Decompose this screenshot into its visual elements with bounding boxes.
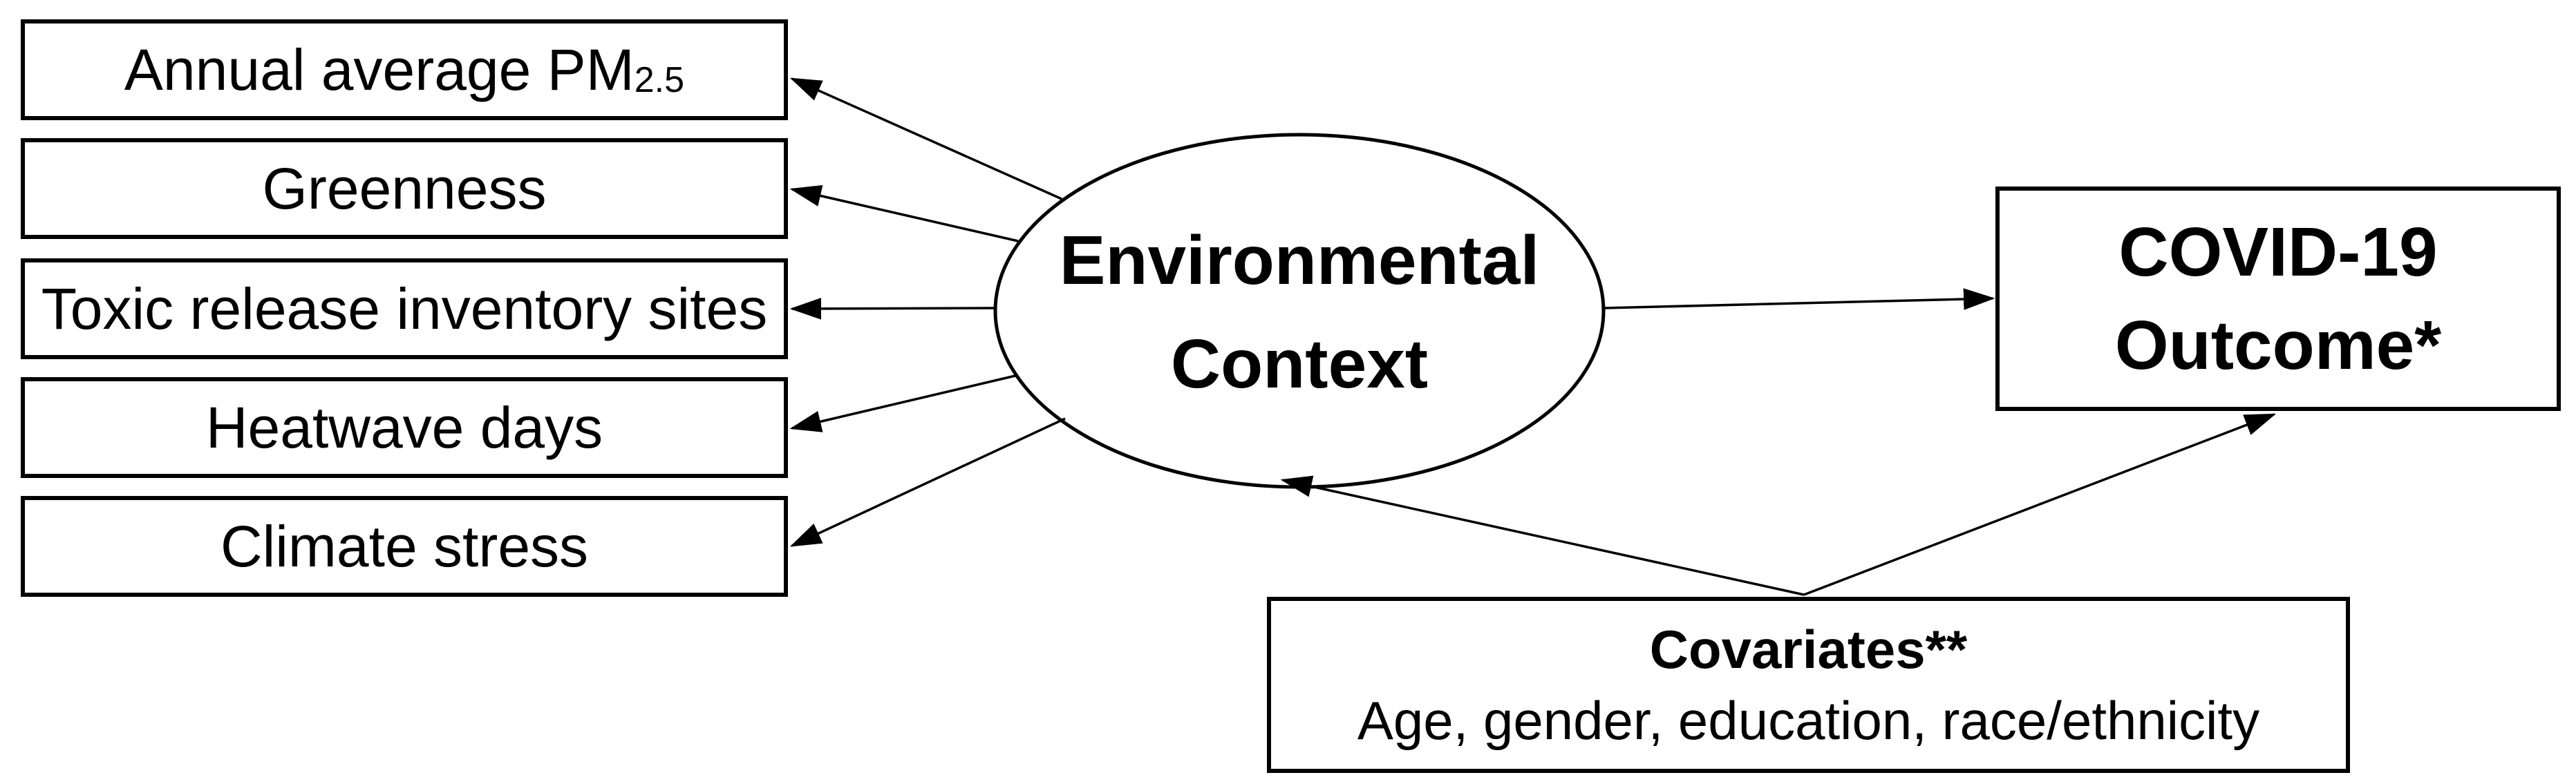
arrow-covariates-to-outcome — [1803, 413, 2277, 596]
box-covariates: Covariates** Age, gender, education, rac… — [1267, 597, 2350, 773]
outcome-line2: Outcome* — [2114, 306, 2442, 384]
arrow-context-to-climate — [789, 417, 1066, 547]
predictor-label: Greenness — [262, 156, 547, 221]
box-heatwave-days: Heatwave days — [21, 377, 788, 478]
outcome-line1: COVID-19 — [2118, 213, 2438, 291]
arrow-context-to-greenness — [789, 185, 1019, 242]
pm25-subscript: 2.5 — [634, 59, 685, 100]
arrow-context-to-pm25 — [789, 77, 1062, 200]
box-covid19-outcome: COVID-19 Outcome* — [1995, 187, 2561, 411]
latent-line1: Environmental — [1059, 222, 1540, 299]
arrow-context-to-heatwave — [789, 374, 1019, 432]
covariates-list: Age, gender, education, race/ethnicity — [1357, 689, 2260, 751]
box-toxic-release-inventory-sites: Toxic release inventory sites — [21, 258, 788, 359]
arrow-context-to-toxic-sites — [789, 298, 996, 320]
environmental-context-label: Environmental Context — [1009, 202, 1590, 423]
predictor-label: Toxic release inventory sites — [41, 276, 768, 341]
box-greenness: Greenness — [21, 138, 788, 239]
predictor-label: Climate stress — [220, 514, 589, 579]
predictor-label: Annual average PM — [124, 37, 634, 102]
latent-line2: Context — [1170, 325, 1429, 403]
arrow-context-to-outcome — [1603, 288, 1995, 310]
arrow-covariates-to-context — [1280, 475, 1805, 596]
box-climate-stress: Climate stress — [21, 496, 788, 597]
predictor-label: Heatwave days — [205, 395, 603, 460]
covariates-title: Covariates** — [1649, 618, 1968, 680]
